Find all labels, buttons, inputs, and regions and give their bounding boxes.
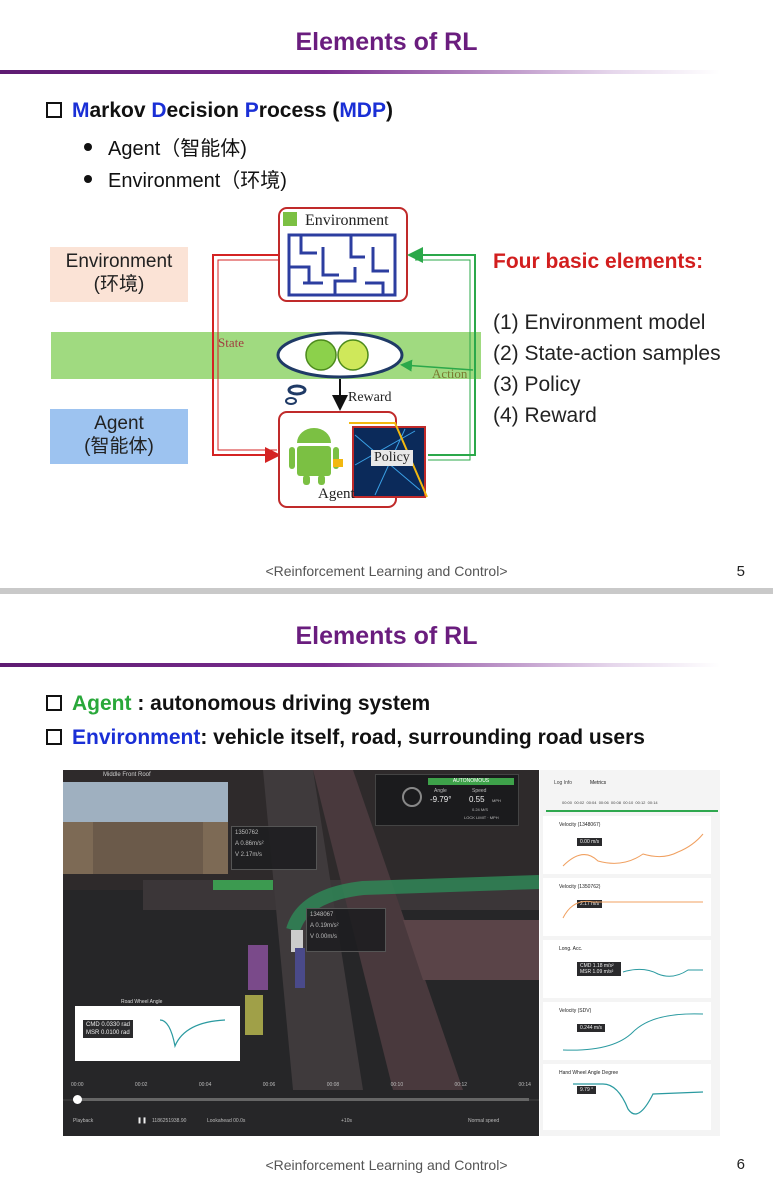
diagram-policy-label: Policy — [374, 450, 410, 465]
speed-unit: MPH — [492, 798, 501, 803]
four-elements-heading: Four basic elements: — [493, 250, 704, 273]
angle-value: -9.79° — [430, 795, 452, 804]
agent-label-box: Agent(智能体) — [50, 409, 188, 464]
metrics-progress — [546, 810, 718, 812]
diagram-environment-label: Environment — [305, 212, 389, 229]
slide-title: Elements of RL — [295, 622, 478, 650]
diagram-reward-label: Reward — [348, 390, 392, 405]
bullet-agent: Agent（智能体) — [84, 132, 247, 161]
checkbox-square-icon — [46, 729, 62, 745]
smiley-icon — [305, 339, 337, 371]
playback-time: 1186251938.90 — [152, 1118, 187, 1124]
four-item: (3) Policy — [493, 373, 581, 396]
four-item: (1) Environment model — [493, 311, 706, 334]
slide-title: Elements of RL — [295, 28, 478, 56]
slide-5: Elements of RL Markov Decision Process (… — [0, 0, 773, 588]
title-underline — [0, 70, 720, 74]
diagram-agent-label: Agent — [318, 486, 355, 502]
bullet-dot-icon — [84, 175, 92, 183]
camera-image — [63, 782, 228, 874]
steering-wheel-icon — [402, 787, 422, 807]
diagram-action-label: Action — [432, 366, 468, 381]
four-item: (2) State-action samples — [493, 342, 721, 365]
bullet-dot-icon — [84, 143, 92, 151]
speed-ms: 0.24 M/S — [472, 807, 489, 812]
environment-label-box: Environment(环境) — [50, 247, 188, 302]
speed-mode-select[interactable]: Normal speed — [468, 1118, 500, 1124]
tab-log-info[interactable]: Log Info — [554, 780, 573, 786]
mini-ticks: 00:00 00:02 00:04 00:06 00:08 00:10 00:1… — [562, 800, 658, 805]
timeline-scrubber[interactable] — [73, 1095, 82, 1104]
wheel-angle-title: Road Wheel Angle — [121, 999, 163, 1005]
four-elements: Four basic elements: (1) Environment mod… — [493, 246, 721, 431]
page-number: 6 — [736, 1156, 745, 1173]
camera-name[interactable]: Middle Front Roof — [103, 772, 151, 778]
timeline-track[interactable] — [73, 1098, 529, 1101]
tab-metrics[interactable]: Metrics — [590, 780, 607, 786]
metric-card: Hand Wheel Angle Degree 9.79 ° — [543, 1064, 711, 1130]
diagram-state-label: State — [218, 335, 244, 350]
angle-label: Angle — [434, 788, 447, 794]
metric-card: Velocity (1350762) 2.17 m/s — [543, 878, 711, 936]
slide-footer: <Reinforcement Learning and Control> — [265, 1157, 508, 1173]
playback-menu[interactable]: Playback — [73, 1118, 94, 1124]
vehicle-hud: AUTONOMOUS Angle -9.79° Speed 0.55 MPH 0… — [375, 774, 519, 826]
lock-limit: LOCK LIMIT · MPH — [464, 815, 499, 820]
checkbox-square-icon — [46, 102, 62, 118]
metric-card: Velocity (1348067) 0.00 m/s — [543, 816, 711, 874]
speed-label: Speed — [472, 788, 487, 794]
lookahead-label: Lookahead 00.0s — [207, 1118, 246, 1124]
four-item: (4) Reward — [493, 404, 597, 427]
slide-footer: <Reinforcement Learning and Control> — [265, 563, 508, 579]
autonomous-badge: AUTONOMOUS — [428, 778, 514, 785]
slide-6: Elements of RL Agent : autonomous drivin… — [0, 594, 773, 1178]
pause-icon[interactable]: ❚❚ — [137, 1118, 148, 1124]
title-underline — [0, 663, 720, 667]
scared-face-icon — [337, 339, 369, 371]
driving-visualization: Middle Front Roof AUTONOMOUS Angle -9.79… — [63, 770, 539, 1136]
android-small-icon — [283, 212, 297, 226]
maze-icon — [287, 233, 397, 297]
mdp-diagram — [212, 207, 476, 508]
metric-card: Velocity (SDV) 0.244 m/s — [543, 1002, 711, 1060]
mdp-heading: Markov Decision Process (MDP) — [46, 99, 393, 123]
metrics-panel: Log Info Metrics 00:00 00:02 00:04 00:06… — [540, 770, 720, 1136]
metric-card: Long. Acc. CMD 1.18 m/s² MSR 1.09 m/s² — [543, 940, 711, 998]
checkbox-square-icon — [46, 695, 62, 711]
lookahead-max: +10s — [341, 1118, 352, 1124]
bullet-environment: Environment（环境) — [84, 164, 287, 193]
speed-value: 0.55 — [469, 795, 485, 804]
page-number: 5 — [736, 563, 745, 580]
environment-line: Environment: vehicle itself, road, surro… — [46, 726, 645, 750]
agent-line: Agent : autonomous driving system — [46, 692, 430, 716]
